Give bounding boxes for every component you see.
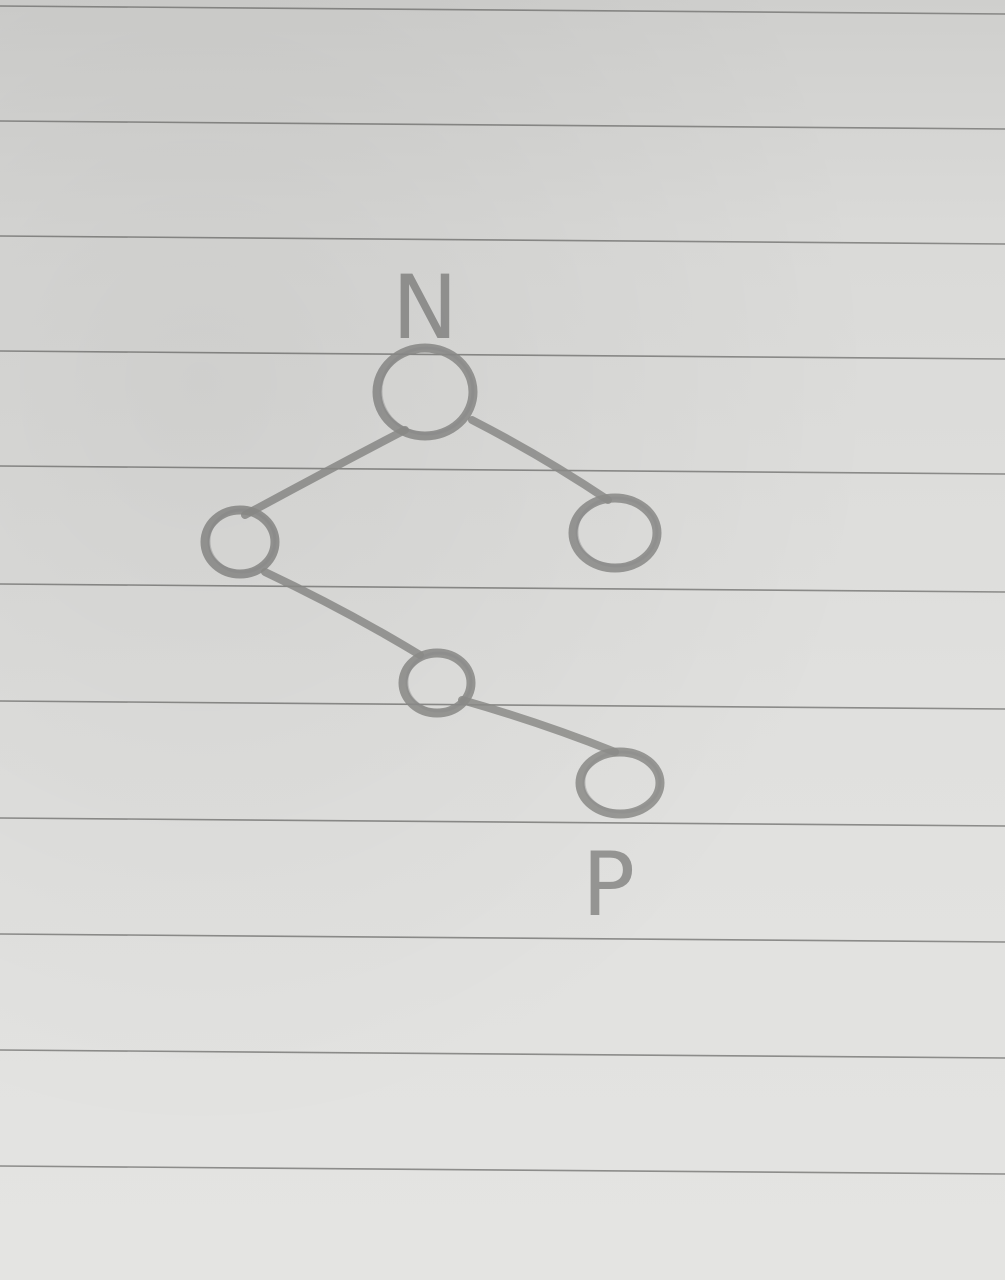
edge-left-right-to-left-right-right — [458, 696, 619, 756]
tree-node-left-right — [398, 648, 476, 718]
tree-nodes — [200, 343, 665, 819]
tree-node-left-right-stroke — [405, 651, 473, 713]
ruled-lines — [0, 5, 1005, 1175]
rule-line — [0, 5, 1005, 15]
edge-root-to-left — [241, 426, 409, 519]
rule-line — [0, 1165, 1005, 1175]
tree-node-root — [372, 343, 478, 441]
tree-node-left — [200, 505, 280, 579]
tree-node-left-right-right — [575, 747, 665, 819]
rule-line — [0, 465, 1005, 475]
tree-node-left-right-right-stroke — [582, 750, 662, 814]
tree-edges — [241, 416, 619, 756]
edge-root-to-right — [468, 416, 612, 504]
rule-line — [0, 120, 1005, 130]
tree-node-left-stroke — [207, 508, 277, 574]
rule-line — [0, 235, 1005, 245]
tree-node-right-stroke — [575, 496, 659, 568]
rule-line — [0, 350, 1005, 360]
rule-line — [0, 933, 1005, 943]
node-label-left-right-right: P — [582, 833, 635, 936]
rule-line — [0, 817, 1005, 827]
edge-left-to-left-right — [261, 568, 424, 659]
rule-line — [0, 1049, 1005, 1059]
tree-node-root-stroke — [379, 346, 475, 436]
tree-node-right — [568, 493, 662, 573]
rule-line — [0, 700, 1005, 710]
rule-line — [0, 583, 1005, 593]
node-label-root: N — [392, 256, 458, 359]
